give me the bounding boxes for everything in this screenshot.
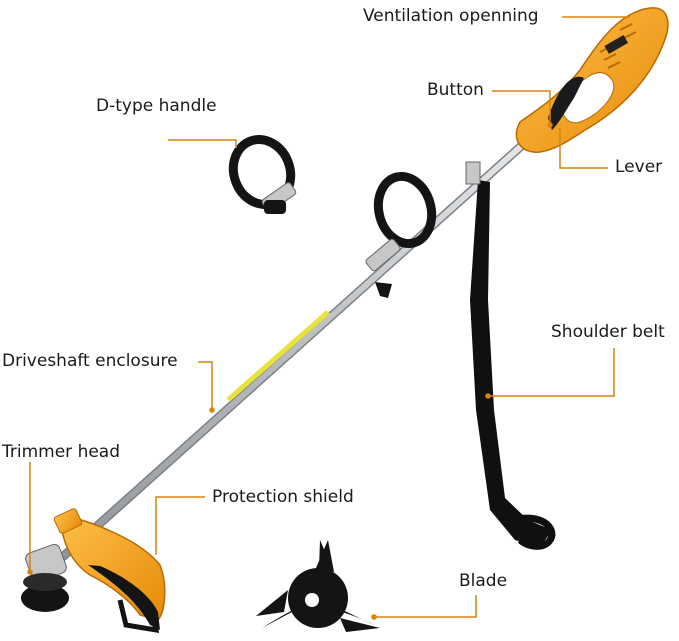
leader-blade [374,595,476,617]
leader-shoulder-belt [488,348,614,396]
blade-shape [256,540,380,632]
leader-d-handle [168,140,236,148]
label-protection-shield: Protection shield [212,487,354,507]
shoulder-belt [466,162,552,548]
leader-protection-shield [156,497,205,555]
label-ventilation-opening: Ventilation openning [363,6,539,26]
label-driveshaft-enclosure: Driveshaft enclosure [2,351,178,371]
label-d-type-handle: D-type handle [96,96,217,116]
label-lever: Lever [615,157,662,177]
label-trimmer-head: Trimmer head [2,442,120,462]
label-shoulder-belt: Shoulder belt [551,322,665,342]
label-blade: Blade [459,571,507,591]
label-button: Button [427,80,484,100]
protection-shield-shape [60,515,165,630]
leader-driveshaft [198,362,212,410]
motor-housing [516,8,668,152]
shaft-decal [228,312,328,400]
